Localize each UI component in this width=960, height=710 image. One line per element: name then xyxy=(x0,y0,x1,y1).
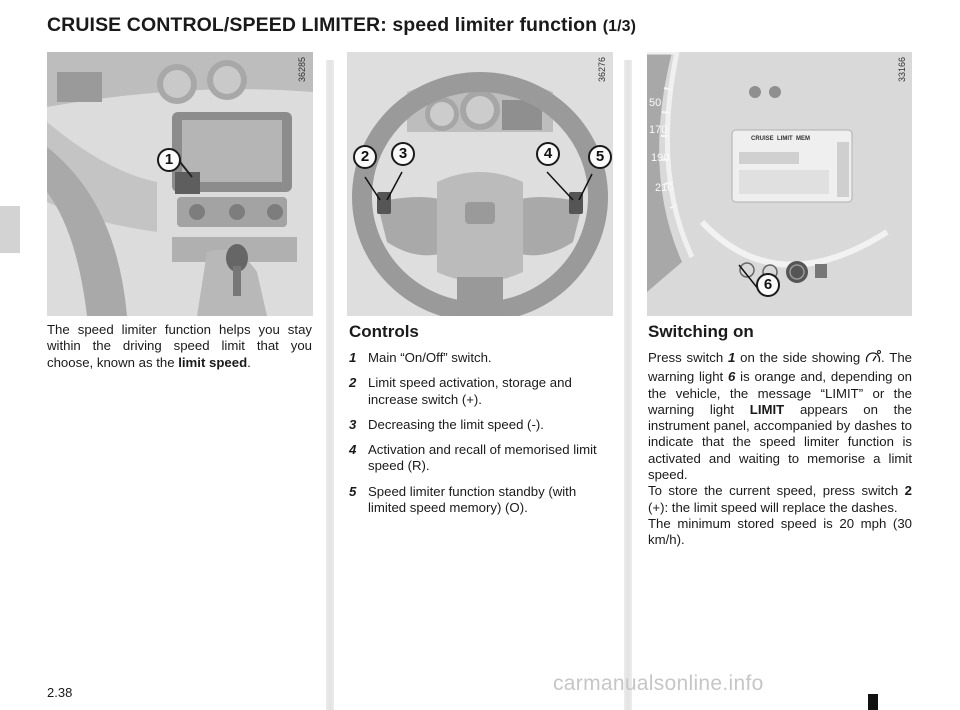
callout-1: 1 xyxy=(157,148,181,172)
callout-5: 5 xyxy=(588,145,612,169)
figure-code: 36285 xyxy=(297,56,307,82)
limit-speed-term: limit speed xyxy=(178,354,248,370)
page-number: 2.38 xyxy=(47,685,73,700)
column-divider-right xyxy=(624,60,632,710)
callout-3: 3 xyxy=(391,142,415,166)
figure-dashboard-console: 36285 1 xyxy=(47,52,313,316)
title-text: CRUISE CONTROL/SPEED LIMITER: speed limi… xyxy=(47,14,598,36)
switching-on-column: Switching on Press switch 1 on the side … xyxy=(648,322,912,549)
switching-on-heading: Switching on xyxy=(648,322,754,341)
callout-4: 4 xyxy=(536,142,560,166)
figure-instrument-display: CRUISE LIMIT MEM 50 170 190 210 33166 6 xyxy=(647,52,912,316)
minimum-speed-paragraph: The minimum stored speed is 20 mph (30 k… xyxy=(648,515,912,548)
column-divider-left xyxy=(326,60,334,710)
section-tab xyxy=(0,206,20,253)
intro-paragraph: The speed limiter function helps you sta… xyxy=(47,322,312,370)
corner-mark xyxy=(868,694,878,710)
speed-tick-170: 170 xyxy=(649,124,668,136)
speed-tick-50: 50 xyxy=(649,97,662,109)
display-legend: CRUISE LIMIT MEM xyxy=(751,136,810,142)
speed-limiter-icon xyxy=(865,350,882,369)
page-title: CRUISE CONTROL/SPEED LIMITER: speed limi… xyxy=(47,14,636,37)
speed-tick-210: 210 xyxy=(655,182,674,194)
store-speed-paragraph: To store the current speed, press switch… xyxy=(648,483,912,515)
title-part: (1/3) xyxy=(602,18,637,35)
figure-code: 33166 xyxy=(897,56,907,82)
speed-tick-190: 190 xyxy=(651,152,670,164)
figure-code: 36276 xyxy=(597,56,607,82)
controls-heading: Controls xyxy=(349,322,419,341)
figure-steering-wheel: 36276 2 3 4 5 xyxy=(347,52,613,316)
callout-2: 2 xyxy=(353,145,377,169)
callout-6: 6 xyxy=(756,273,780,297)
switching-on-paragraph: Press switch 1 on the side showing . The… xyxy=(648,350,913,483)
intro-column: The speed limiter function helps you sta… xyxy=(47,322,312,371)
watermark: carmanualsonline.info xyxy=(553,672,764,695)
